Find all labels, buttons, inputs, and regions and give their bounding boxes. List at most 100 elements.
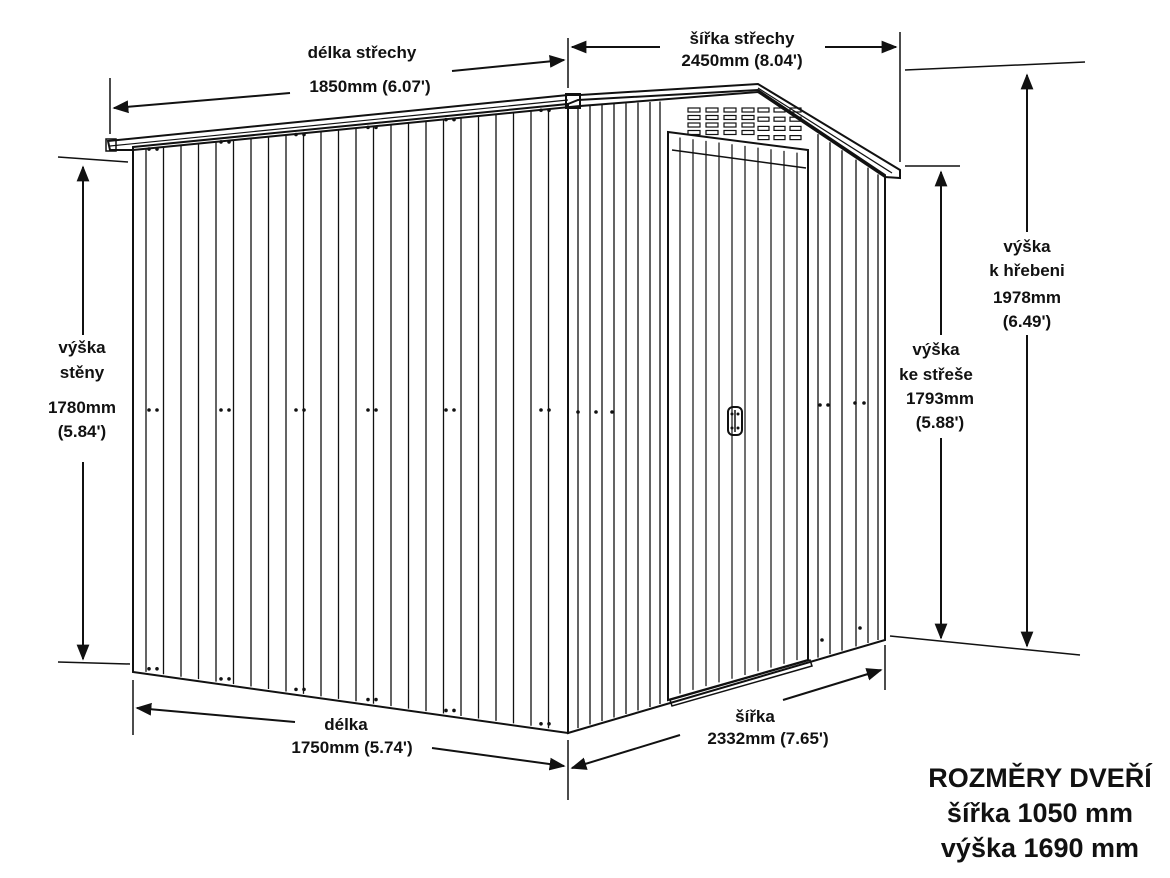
door-height: výška 1690 mm [941, 833, 1139, 863]
side-wall [132, 102, 569, 735]
side-wall-bolt [155, 408, 159, 412]
vent-slot [687, 107, 701, 113]
roof [105, 82, 901, 180]
vent-slot [723, 114, 737, 121]
side-wall-bolt [366, 697, 370, 702]
vent-slot [723, 107, 737, 113]
roof-width-label: šířka střechy [690, 29, 795, 48]
ridge-height-label-line2: k hřebeni [989, 261, 1065, 280]
side-wall-bolt [302, 687, 306, 692]
vent-slot [705, 122, 719, 128]
vent-slot [773, 125, 786, 132]
front-wall-bolt [858, 626, 862, 630]
vent-slot [741, 129, 755, 136]
vent-slot [741, 122, 755, 128]
side-wall-bolt [452, 708, 456, 713]
side-wall-bolt [219, 677, 223, 681]
side-wall-bolt [302, 408, 306, 412]
length-arrow-left [135, 702, 296, 723]
width-value: 2332mm (7.65') [707, 729, 828, 748]
vent-slot [741, 107, 755, 113]
eave-height-value-ft: (5.88') [916, 413, 964, 432]
side-wall-bolt [366, 408, 370, 412]
eave-height-value: 1793mm [906, 389, 974, 408]
vent-slot [723, 122, 737, 128]
vent-slot [773, 116, 786, 122]
door-dimensions-title: ROZMĚRY DVEŘÍ [928, 762, 1153, 793]
door-ribs [671, 137, 807, 694]
roof-length-arrow-left [112, 92, 291, 114]
roof-length-arrow-right [451, 55, 566, 72]
side-wall-bolt [227, 408, 231, 412]
front-wall-bolt [594, 410, 598, 414]
length-value: 1750mm (5.74') [291, 738, 412, 757]
wall-height-value-ft: (5.84') [58, 422, 106, 441]
ridge-height-value-ft: (6.49') [1003, 312, 1051, 331]
width-arrow-left [570, 734, 681, 770]
side-wall-bolt [374, 697, 378, 702]
front-wall-ribs [577, 101, 879, 729]
side-wall-bolt [452, 408, 456, 412]
side-wall-bolts [147, 108, 551, 726]
width-arrow-right [782, 668, 883, 701]
ridge-height-value: 1978mm [993, 288, 1061, 307]
side-wall-bolt [219, 408, 223, 412]
dimension-labels: délka střechy 1850mm (6.07') šířka střec… [48, 29, 1065, 757]
front-wall-bolt [818, 403, 822, 407]
wall-height-label-line2: stěny [60, 363, 105, 382]
vent-slot [773, 135, 786, 141]
side-wall-bolt [294, 408, 298, 412]
vent-slot [741, 114, 755, 121]
front-wall-bolt [820, 638, 824, 642]
vent-slot [687, 122, 701, 128]
vent-slot [757, 107, 770, 113]
vent-slot [705, 107, 719, 113]
door-dimensions-block: ROZMĚRY DVEŘÍ šířka 1050 mm výška 1690 m… [928, 762, 1153, 863]
front-wall-bolt [576, 410, 580, 414]
side-wall-bolt [444, 408, 448, 412]
vent-slot [723, 129, 737, 136]
side-wall-bolt [444, 708, 448, 713]
side-wall-bolt [547, 408, 551, 412]
vent-slot [757, 135, 770, 141]
wall-height-value: 1780mm [48, 398, 116, 417]
length-arrow-right [431, 747, 566, 771]
roof-length-label: délka střechy [308, 43, 417, 62]
side-wall-ribs [145, 108, 550, 729]
front-wall-bolt [853, 401, 857, 405]
side-wall-bolt [539, 408, 543, 412]
width-label: šířka [735, 707, 775, 726]
side-wall-bolt [539, 721, 543, 726]
side-wall-bolt [147, 667, 151, 671]
roof-width-value: 2450mm (8.04') [681, 51, 802, 70]
eave-height-label-line2: ke střeše [899, 365, 973, 384]
shed-illustration [105, 82, 901, 735]
side-wall-bolt [374, 408, 378, 412]
vent-slot [687, 129, 701, 136]
length-label: délka [324, 715, 368, 734]
door-handle [727, 406, 743, 436]
vent-slot [789, 135, 802, 141]
side-wall-bolt [227, 677, 231, 681]
side-wall-bolt [294, 687, 298, 692]
vent-slot [757, 116, 770, 122]
door-track [669, 659, 813, 707]
dimension-lines [57, 32, 1086, 800]
roof-length-value: 1850mm (6.07') [309, 77, 430, 96]
vent-slot [789, 125, 802, 132]
door-width: šířka 1050 mm [947, 798, 1133, 828]
vent-slot [757, 125, 770, 132]
front-wall-bolt [862, 401, 866, 405]
side-wall-bolt [147, 408, 151, 412]
front-wall-bolts [576, 401, 866, 642]
eave-height-label-line1: výška [912, 340, 960, 359]
sliding-door [667, 130, 813, 707]
side-wall-bolt [547, 721, 551, 726]
ridge-height-label-line1: výška [1003, 237, 1051, 256]
gable-vents [687, 107, 802, 141]
door-header [671, 149, 807, 169]
wall-height-label-line1: výška [58, 338, 106, 357]
side-wall-bolt [155, 667, 159, 671]
vent-slot [687, 114, 701, 121]
